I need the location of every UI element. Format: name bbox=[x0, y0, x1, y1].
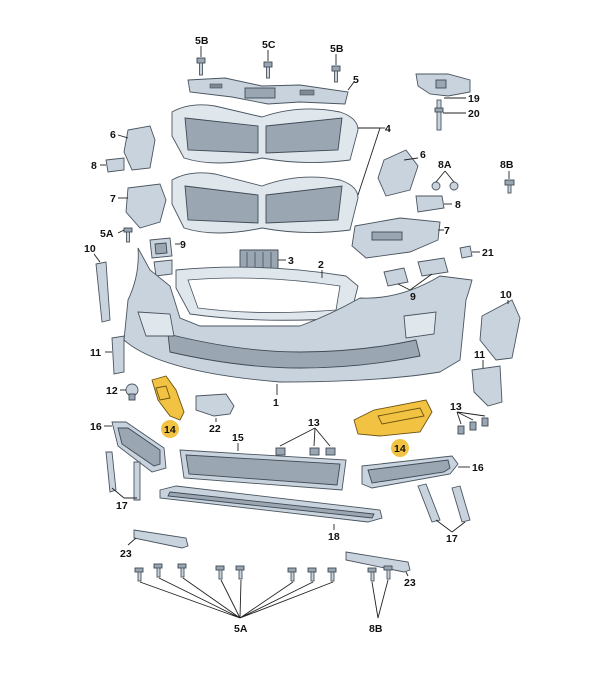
callout-11-right: 11 bbox=[474, 349, 485, 361]
callout-5: 5 bbox=[353, 74, 359, 86]
callout-17-left: 17 bbox=[116, 500, 128, 512]
callout-14-left: 14 bbox=[164, 424, 176, 436]
callout-14-right-badge bbox=[391, 439, 409, 457]
clip-5c bbox=[263, 61, 273, 79]
clips-8b-bottom bbox=[367, 565, 393, 582]
part-18-lower-spoiler bbox=[159, 485, 383, 523]
screws-5a-bottom bbox=[134, 563, 337, 582]
callout-15: 15 bbox=[232, 432, 244, 444]
part-19-bracket bbox=[415, 73, 471, 97]
callout-7-right: 7 bbox=[444, 225, 450, 237]
part-4-grille-upper bbox=[171, 104, 359, 164]
part-17-strips-left bbox=[105, 451, 141, 501]
callout-7-left: 7 bbox=[110, 193, 116, 205]
part-16-grille-left bbox=[111, 421, 167, 473]
callout-11-left: 11 bbox=[90, 347, 101, 359]
part-14-bracket-left-highlighted bbox=[151, 375, 185, 421]
callout-2: 2 bbox=[318, 259, 324, 271]
callout-23-left: 23 bbox=[120, 548, 132, 560]
part-7-bracket-left bbox=[125, 183, 167, 229]
callout-8-left: 8 bbox=[91, 160, 97, 172]
callout-18: 18 bbox=[328, 531, 340, 543]
part-11-bracket-right bbox=[471, 365, 503, 407]
callout-5b-right: 5B bbox=[330, 43, 344, 55]
part-10-bracket-left bbox=[95, 261, 111, 323]
part-23-trim-left bbox=[133, 529, 189, 549]
callout-22: 22 bbox=[209, 423, 221, 435]
callout-5c: 5C bbox=[262, 39, 276, 51]
callout-20: 20 bbox=[468, 108, 480, 120]
callout-5b-left: 5B bbox=[195, 35, 209, 47]
part-8-bracket-right bbox=[415, 195, 445, 213]
callout-14-right: 14 bbox=[394, 443, 406, 455]
part-11-bracket-left bbox=[111, 335, 125, 375]
part-23-trim-right bbox=[345, 551, 411, 573]
part-17-strips-right bbox=[417, 483, 471, 523]
part-6-bracket-right bbox=[377, 149, 419, 197]
callout-21: 21 bbox=[482, 247, 494, 259]
part-20-pin bbox=[434, 99, 444, 131]
callout-8a: 8A bbox=[438, 159, 452, 171]
clip-5b-left bbox=[196, 57, 206, 76]
part-9-trim-right bbox=[383, 257, 449, 287]
part-13-clips-center bbox=[275, 447, 336, 456]
callout-10-right: 10 bbox=[500, 289, 512, 301]
callout-3: 3 bbox=[288, 255, 294, 267]
callout-8-right: 8 bbox=[455, 199, 461, 211]
callout-16-left: 16 bbox=[90, 421, 102, 433]
callout-12: 12 bbox=[106, 385, 118, 397]
part-22-bracket bbox=[195, 393, 235, 417]
callout-13-center: 13 bbox=[308, 417, 320, 429]
callout-4: 4 bbox=[385, 123, 391, 135]
callout-8b-top: 8B bbox=[500, 159, 514, 171]
callout-6-right: 6 bbox=[420, 149, 426, 161]
callout-19: 19 bbox=[468, 93, 480, 105]
callout-9-right: 9 bbox=[410, 291, 416, 303]
callout-16-right: 16 bbox=[472, 462, 484, 474]
part-21-plug bbox=[459, 245, 473, 259]
part-1-bumper-cover bbox=[123, 247, 473, 383]
clip-5b-right bbox=[331, 65, 341, 83]
part-6-bracket-left bbox=[123, 125, 156, 171]
part-13-clips-right bbox=[457, 417, 489, 435]
part-2-frame bbox=[175, 266, 359, 321]
part-8b-clip-top bbox=[504, 179, 515, 194]
callout-14-left-badge bbox=[161, 420, 179, 438]
part-12-clip bbox=[125, 383, 139, 401]
callout-23-right: 23 bbox=[404, 577, 416, 589]
callout-5a-bottom: 5A bbox=[234, 623, 248, 635]
callout-8b-bottom: 8B bbox=[369, 623, 383, 635]
part-16-grille-right bbox=[361, 455, 459, 489]
callout-5a-top: 5A bbox=[100, 228, 114, 240]
part-10-bracket-right bbox=[479, 299, 521, 361]
part-4-grille-lower bbox=[171, 172, 359, 234]
callout-9-left: 9 bbox=[180, 239, 186, 251]
callout-17-right: 17 bbox=[446, 533, 458, 545]
part-5-upper-bracket bbox=[187, 77, 349, 105]
part-14-bracket-right-highlighted bbox=[353, 399, 433, 437]
part-8-clip-left bbox=[105, 157, 125, 173]
part-7-bracket-right bbox=[351, 217, 441, 259]
screw-5a-top bbox=[123, 227, 133, 243]
callout-6-left: 6 bbox=[110, 129, 116, 141]
part-9-trim-left bbox=[149, 237, 173, 277]
part-15-grille-center bbox=[179, 449, 347, 491]
callout-10-left: 10 bbox=[84, 243, 96, 255]
part-8a-clips bbox=[431, 181, 459, 191]
callout-13-right: 13 bbox=[450, 401, 462, 413]
callout-1: 1 bbox=[273, 397, 279, 409]
